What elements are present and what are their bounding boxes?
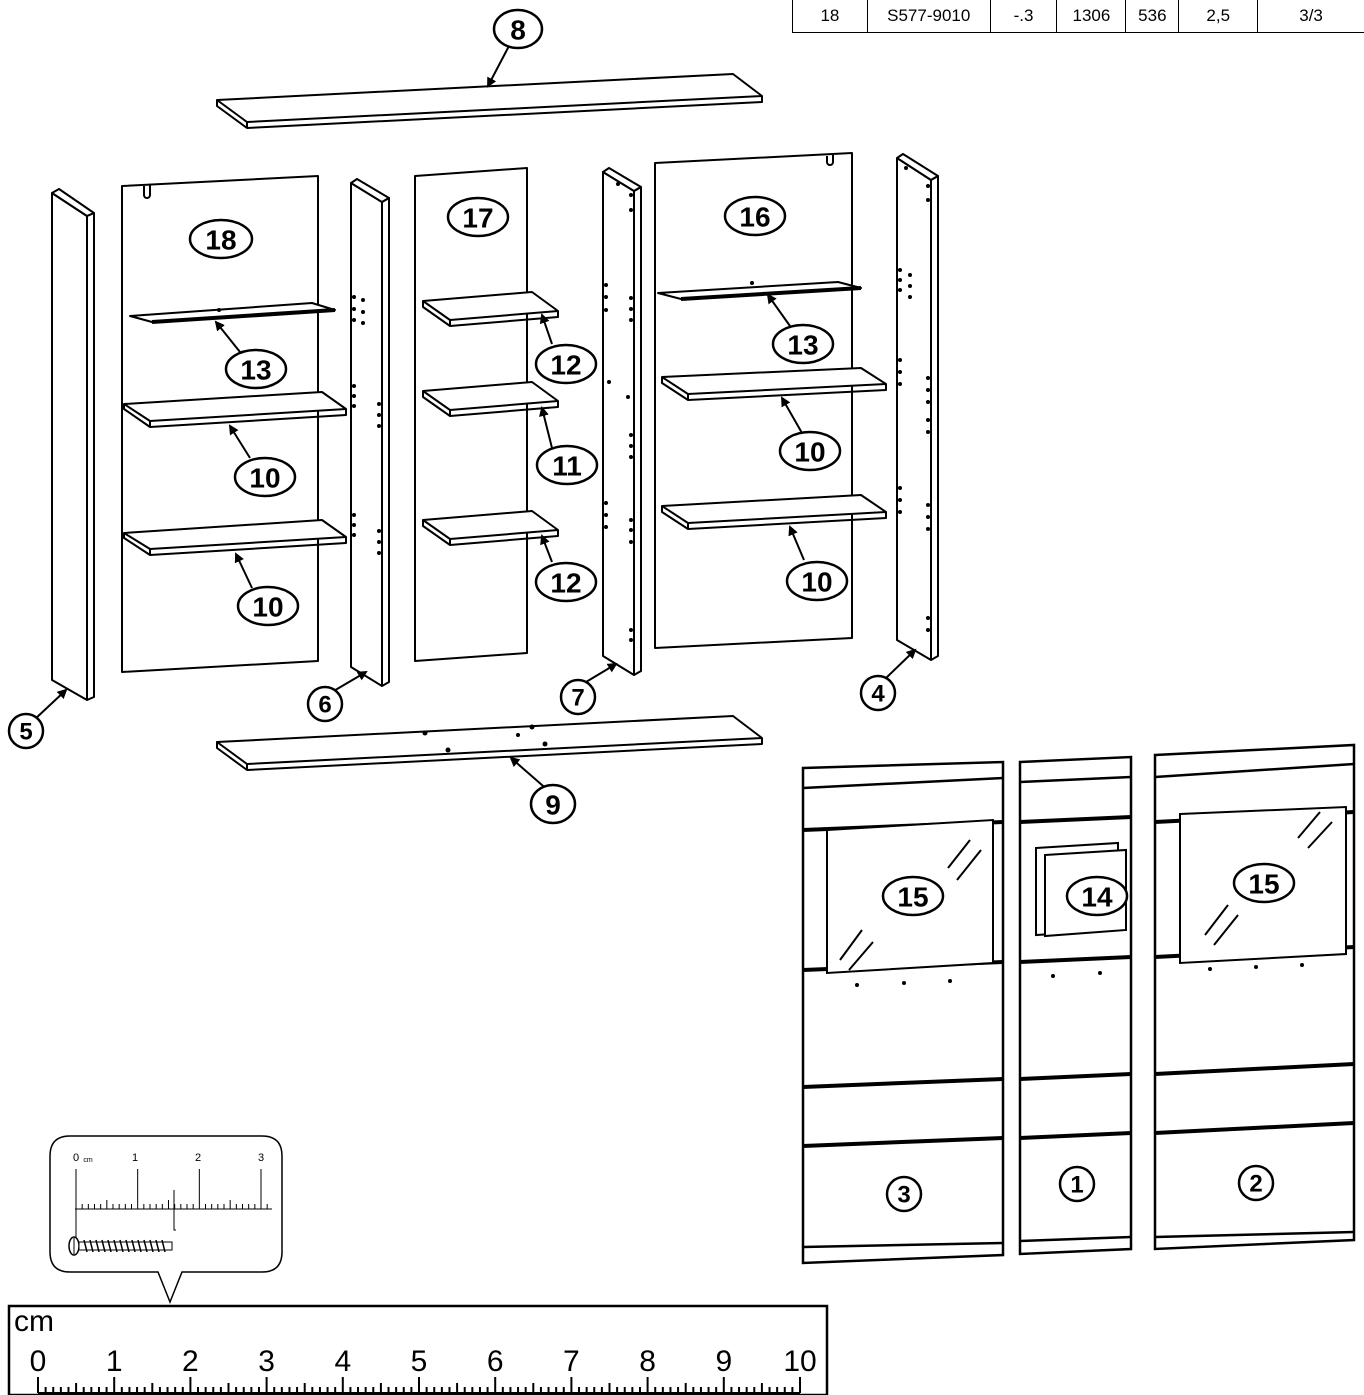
ruler-label-6: 6: [487, 1345, 504, 1378]
small-ruler-label-2: 2: [195, 1152, 201, 1164]
shelf-12-upper: [422, 291, 559, 327]
drill-holes: [352, 166, 930, 753]
top-panel-8: [216, 73, 763, 129]
ruler-label-10: 10: [783, 1345, 816, 1378]
small-ruler-label-1: 1: [132, 1152, 138, 1164]
small-ruler-ticks: [75, 1169, 268, 1209]
ruler-label-5: 5: [411, 1345, 428, 1378]
table-cell-part-number: 18: [792, 0, 868, 33]
ruler-label-2: 2: [182, 1345, 199, 1378]
callout-10-left-upper: 10: [249, 463, 280, 494]
callout-2: 2: [1249, 1171, 1262, 1198]
small-ruler-label-0: 0: [73, 1152, 79, 1164]
shelf-12-lower: [422, 510, 559, 546]
glass-reflection-marks: [839, 811, 1333, 971]
callout-8: 8: [510, 15, 526, 46]
screw-gauge-bubble: 0 cm 1 2 3: [49, 1135, 283, 1305]
callout-15-left: 15: [897, 882, 928, 913]
parts-info-table: 18 S577-9010 -.3 1306 536 2,5 3/3: [792, 0, 1364, 33]
callout-12-upper: 12: [550, 350, 581, 381]
back-panel-16: [654, 152, 853, 649]
side-panel-4: [896, 153, 939, 661]
callout-9: 9: [545, 790, 561, 821]
callout-13-left: 13: [240, 355, 271, 386]
ruler-label-4: 4: [334, 1345, 351, 1378]
shelf-10-right-upper: [661, 367, 887, 401]
callout-10-right-upper: 10: [794, 437, 825, 468]
callout-3: 3: [897, 1182, 910, 1209]
callout-12-lower: 12: [550, 568, 581, 599]
shelf-10-left-lower: [123, 519, 347, 556]
table-cell-code: S577-9010: [866, 0, 991, 33]
bottom-panel-9: [216, 715, 763, 771]
ruler-label-7: 7: [563, 1345, 580, 1378]
shelf-11: [422, 381, 559, 417]
table-row: 18 S577-9010 -.3 1306 536 2,5 3/3: [792, 0, 1364, 33]
callout-10-right-lower: 10: [801, 567, 832, 598]
screw-icon: [68, 1236, 173, 1256]
ruler-unit: cm: [14, 1305, 54, 1338]
shelf-10-right-lower: [661, 494, 887, 530]
ruler-labels: 0 1 2 3 4 5 6 7 8 9 10: [30, 1345, 817, 1378]
small-ruler-label-3: 3: [258, 1152, 264, 1164]
shelf-13-left: [129, 302, 336, 324]
table-cell-variant: -.3: [989, 0, 1058, 33]
callout-7: 7: [571, 685, 584, 712]
callout-circles: [7, 8, 1296, 1213]
shelf-10-left-upper: [123, 391, 347, 428]
leader-arrows: [33, 43, 917, 793]
measuring-ruler: cm 0 1 2 3 4 5 6 7 8 9 10: [7, 1304, 829, 1395]
callout-6: 6: [318, 692, 331, 719]
callout-1: 1: [1070, 1172, 1083, 1199]
callout-15-right: 15: [1248, 869, 1279, 900]
side-panel-6: [350, 178, 390, 687]
ruler-label-0: 0: [30, 1345, 47, 1378]
door-holes: [855, 963, 1304, 987]
side-panel-7: [602, 167, 642, 676]
table-cell-thickness: 2,5: [1178, 0, 1259, 33]
ruler-label-9: 9: [715, 1345, 732, 1378]
callout-4: 4: [871, 681, 885, 708]
ruler-label-3: 3: [258, 1345, 275, 1378]
callout-11: 11: [552, 451, 582, 482]
callout-18: 18: [205, 225, 236, 256]
callout-10-left-lower: 10: [252, 592, 283, 623]
callout-17: 17: [462, 203, 493, 234]
small-ruler-unit: cm: [83, 1157, 93, 1164]
table-cell-width: 536: [1125, 0, 1180, 33]
ruler-label-1: 1: [106, 1345, 123, 1378]
ruler-label-8: 8: [639, 1345, 656, 1378]
side-panel-5: [51, 188, 95, 701]
callout-labels: 8 18 17 16 13 13 12 12 11 10 10 10 10 5 …: [19, 15, 1279, 1209]
callout-14: 14: [1081, 882, 1113, 913]
callout-13-right: 13: [787, 330, 818, 361]
table-cell-length: 1306: [1056, 0, 1127, 33]
callout-5: 5: [19, 719, 32, 746]
callout-16: 16: [739, 202, 770, 233]
table-cell-page: 3/3: [1257, 0, 1364, 33]
